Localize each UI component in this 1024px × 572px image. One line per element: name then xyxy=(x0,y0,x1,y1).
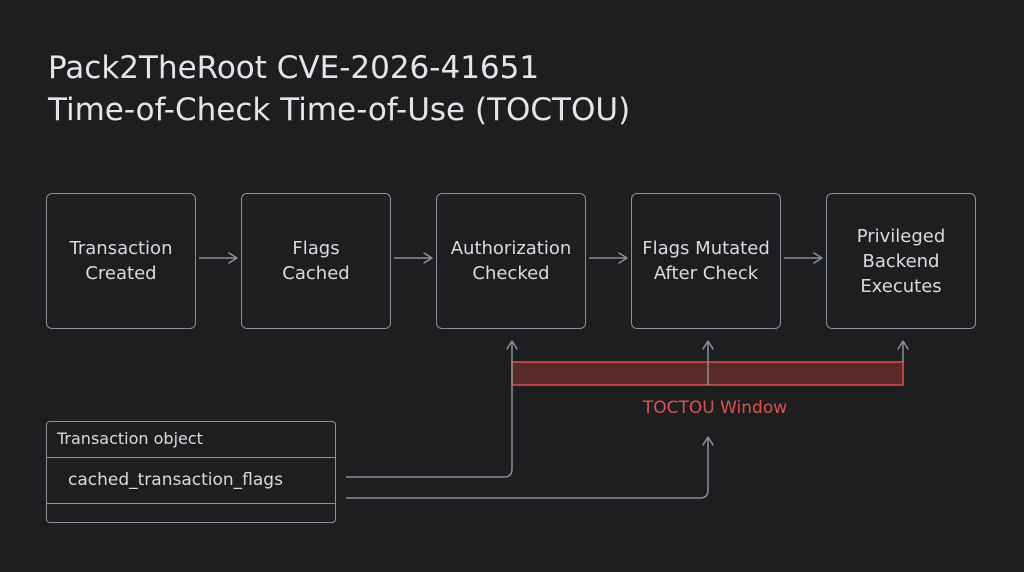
connector-field-to-authorization xyxy=(346,385,513,478)
step-authorization-checked: Authorization Checked xyxy=(436,193,586,329)
transaction-object-header: Transaction object xyxy=(47,422,335,458)
step-label: Transaction Created xyxy=(69,238,173,284)
diagram-title-line-1: Pack2TheRoot CVE-2026-41651 xyxy=(48,50,540,86)
step-label: Authorization Checked xyxy=(450,238,572,284)
step-transaction-created: Transaction Created xyxy=(46,193,196,329)
step-flags-cached: Flags Cached xyxy=(241,193,391,329)
step-privileged-backend: Privileged Backend Executes xyxy=(826,193,976,329)
step-label: Privileged Backend Executes xyxy=(856,225,946,297)
toctou-window-label: TOCTOU Window xyxy=(642,398,788,418)
diagram-title-line-2: Time-of-Check Time-of-Use (TOCTOU) xyxy=(48,92,631,128)
transaction-object-field: cached_transaction_flags xyxy=(47,458,335,504)
connector-field-to-flags-mutated xyxy=(346,436,714,499)
transaction-object-box: Transaction object cached_transaction_fl… xyxy=(46,421,336,523)
step-flags-mutated: Flags Mutated After Check xyxy=(631,193,781,329)
step-label: Flags Mutated After Check xyxy=(642,238,770,284)
step-label: Flags Cached xyxy=(282,238,350,284)
